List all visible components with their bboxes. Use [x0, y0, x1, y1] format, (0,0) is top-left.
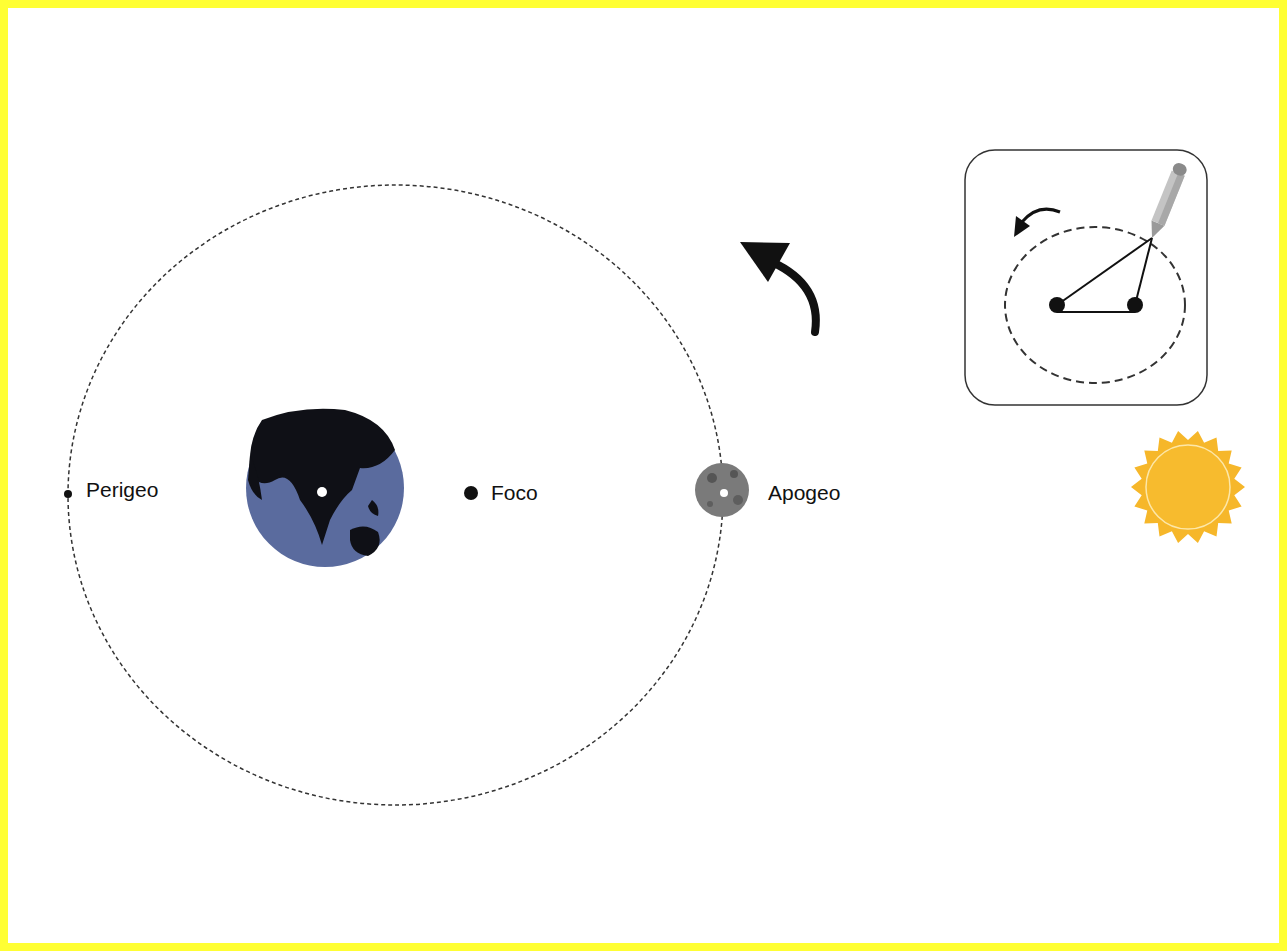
- ellipse-drawing-inset: [965, 150, 1207, 405]
- earth: [246, 409, 404, 567]
- point-label: Foco: [489, 480, 540, 505]
- point-label: Apogeo: [766, 480, 842, 505]
- sun: [1131, 431, 1245, 543]
- point-label: Perigeo: [84, 477, 160, 502]
- moon: [695, 463, 749, 517]
- frame-border: [4, 4, 1283, 947]
- perigee-dot: [64, 490, 72, 498]
- rotation-arrow: [740, 242, 816, 332]
- orbit-ellipse: [68, 185, 723, 805]
- focus-dot: [464, 486, 478, 500]
